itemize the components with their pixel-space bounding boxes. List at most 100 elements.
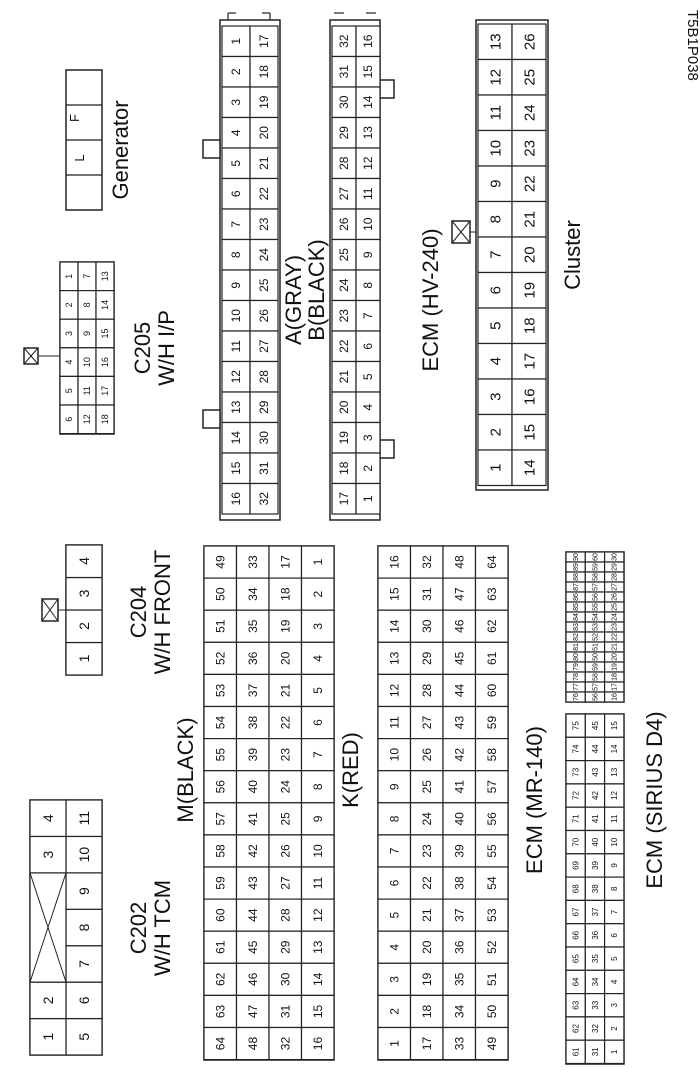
sirius-b-pin-label: 75: [571, 721, 580, 730]
a-gray-pin-cell: [249, 238, 279, 271]
b-black-pin-cell: [331, 55, 357, 88]
c202-pin-label: 11: [76, 811, 92, 826]
m-black-pin-cell: [235, 545, 270, 579]
c205-pin-label: 9: [82, 331, 92, 336]
m-black-pin-cell: [203, 930, 238, 964]
m-black-pin-label: 39: [246, 748, 260, 762]
m-black-pin-label: 63: [213, 1004, 227, 1018]
m-black-pin-label: 57: [213, 812, 227, 826]
generator-connector: F L: [65, 69, 103, 211]
k-red-pin-label: 48: [452, 555, 466, 569]
sirius-a-pin-label: 27: [612, 583, 619, 591]
k-red-pin-cell: [442, 930, 477, 964]
k-red-pin-cell: [377, 898, 412, 932]
a-gray-pin-label: 22: [257, 187, 271, 201]
sirius-b-pin-label: 68: [571, 884, 580, 893]
b-black-pin-cell: [355, 55, 381, 88]
m-black-pin-cell: [268, 609, 303, 643]
m-black-pin-cell: [300, 1026, 335, 1061]
m-black-pin-cell: [268, 898, 303, 932]
k-red-pin-label: 8: [387, 815, 401, 822]
b-black-pin-label: 13: [361, 126, 375, 140]
k-red-pin-label: 39: [452, 844, 466, 858]
m-black-pin-label: 11: [311, 877, 325, 890]
m-black-pin-cell: [203, 866, 238, 900]
c202-pin-label: 2: [40, 996, 56, 1004]
a-gray-pin-cell: [221, 177, 251, 210]
c204-label: C204: [126, 586, 151, 639]
sirius-a-pin-label: 54: [592, 613, 599, 621]
sirius-a-pin-label: 86: [573, 593, 580, 601]
m-black-pin-label: 25: [278, 812, 292, 826]
sirius-b-pin-label: 10: [610, 837, 619, 846]
k-red-pin-label: 7: [387, 847, 401, 854]
m-black-pin-label: 31: [278, 1004, 292, 1018]
m-black-pin-cell: [203, 770, 238, 804]
a-gray-pin-label: 13: [229, 400, 243, 414]
sirius-b-pin-label: 8: [610, 886, 619, 891]
m-black-pin-label: 41: [246, 812, 260, 826]
k-red-pin-label: 28: [420, 683, 434, 697]
m-black-pin-label: 53: [213, 683, 227, 697]
m-black-pin-label: 40: [246, 780, 260, 794]
m-black-pin-label: 43: [246, 876, 260, 890]
sirius-a-pin-label: 28: [612, 573, 619, 581]
k-red-pin-label: 43: [452, 716, 466, 730]
sirius-a-pin-label: 77: [573, 683, 580, 691]
c204-key: [41, 598, 66, 622]
cluster-pin-cell: [511, 413, 547, 451]
a-gray-pin-cell: [249, 116, 279, 149]
m-black-pin-cell: [235, 609, 270, 643]
k-red-pin-label: 20: [420, 940, 434, 954]
cluster-pin-label: 21: [521, 211, 538, 228]
c202-desc: W/H TCM: [150, 880, 175, 976]
m-black-pin-label: 14: [311, 972, 325, 986]
m-black-pin-label: 34: [246, 587, 260, 601]
m-black-pin-label: 6: [311, 719, 325, 726]
sirius-b-pin-label: 13: [610, 767, 619, 776]
c205-pin-label: 1: [64, 274, 74, 279]
m-black-pin-label: 44: [246, 908, 260, 922]
m-black-pin-cell: [235, 962, 270, 996]
k-red-pin-label: 11: [387, 716, 401, 729]
cluster-pin-label: 4: [487, 357, 504, 365]
m-black-pin-cell: [268, 770, 303, 804]
b-black-pin-label: 14: [361, 95, 375, 109]
c202-label: C202: [126, 902, 151, 955]
b-black-pin-label: 11: [361, 187, 375, 200]
k-red-pin-cell: [474, 737, 509, 772]
sirius-b-pin-label: 32: [591, 1024, 600, 1033]
b-black-pin-cell: [355, 86, 381, 119]
sirius-b-pin-label: 39: [591, 860, 600, 869]
m-black-pin-cell: [268, 994, 303, 1029]
b-black-pin-label: 32: [337, 34, 351, 48]
k-red-pin-cell: [474, 834, 509, 868]
m-black-pin-label: 23: [278, 748, 292, 762]
sirius-b-pin-label: 74: [571, 744, 580, 753]
cluster-pin-cell: [477, 378, 513, 416]
m-black-pin-label: 33: [246, 555, 260, 569]
k-red-pin-cell: [409, 609, 444, 643]
cluster-pin-cell: [477, 342, 513, 380]
cluster-pin-label: 26: [521, 33, 538, 50]
m-black-pin-cell: [268, 1026, 303, 1061]
b-black-pin-label: 20: [337, 400, 351, 414]
cluster-connector: 1312111098765432126252423222120191817161…: [451, 19, 549, 491]
a-gray-pin-cell: [221, 208, 251, 241]
k-red-pin-cell: [409, 994, 444, 1029]
c202-pin-label: 7: [76, 960, 92, 968]
m-black-pin-cell: [203, 577, 238, 611]
b-black-pin-label: 30: [337, 95, 351, 109]
a-gray-pin-label: 21: [257, 156, 271, 170]
sirius-b-pin-label: 41: [591, 814, 600, 823]
sirius-b-pin-label: 12: [610, 791, 619, 800]
c205-pin-label: 17: [100, 386, 110, 396]
sirius-a-pin-label: 53: [592, 623, 599, 631]
m-black-pin-label: 62: [213, 972, 227, 986]
k-red-pin-label: 17: [420, 1037, 434, 1051]
m-black-pin-label: 54: [213, 716, 227, 730]
cluster-pin-cell: [477, 23, 513, 61]
cluster-pin-cell: [511, 23, 547, 61]
b-black-pin-label: 5: [361, 373, 375, 380]
sirius-b-pin-label: 38: [591, 884, 600, 893]
